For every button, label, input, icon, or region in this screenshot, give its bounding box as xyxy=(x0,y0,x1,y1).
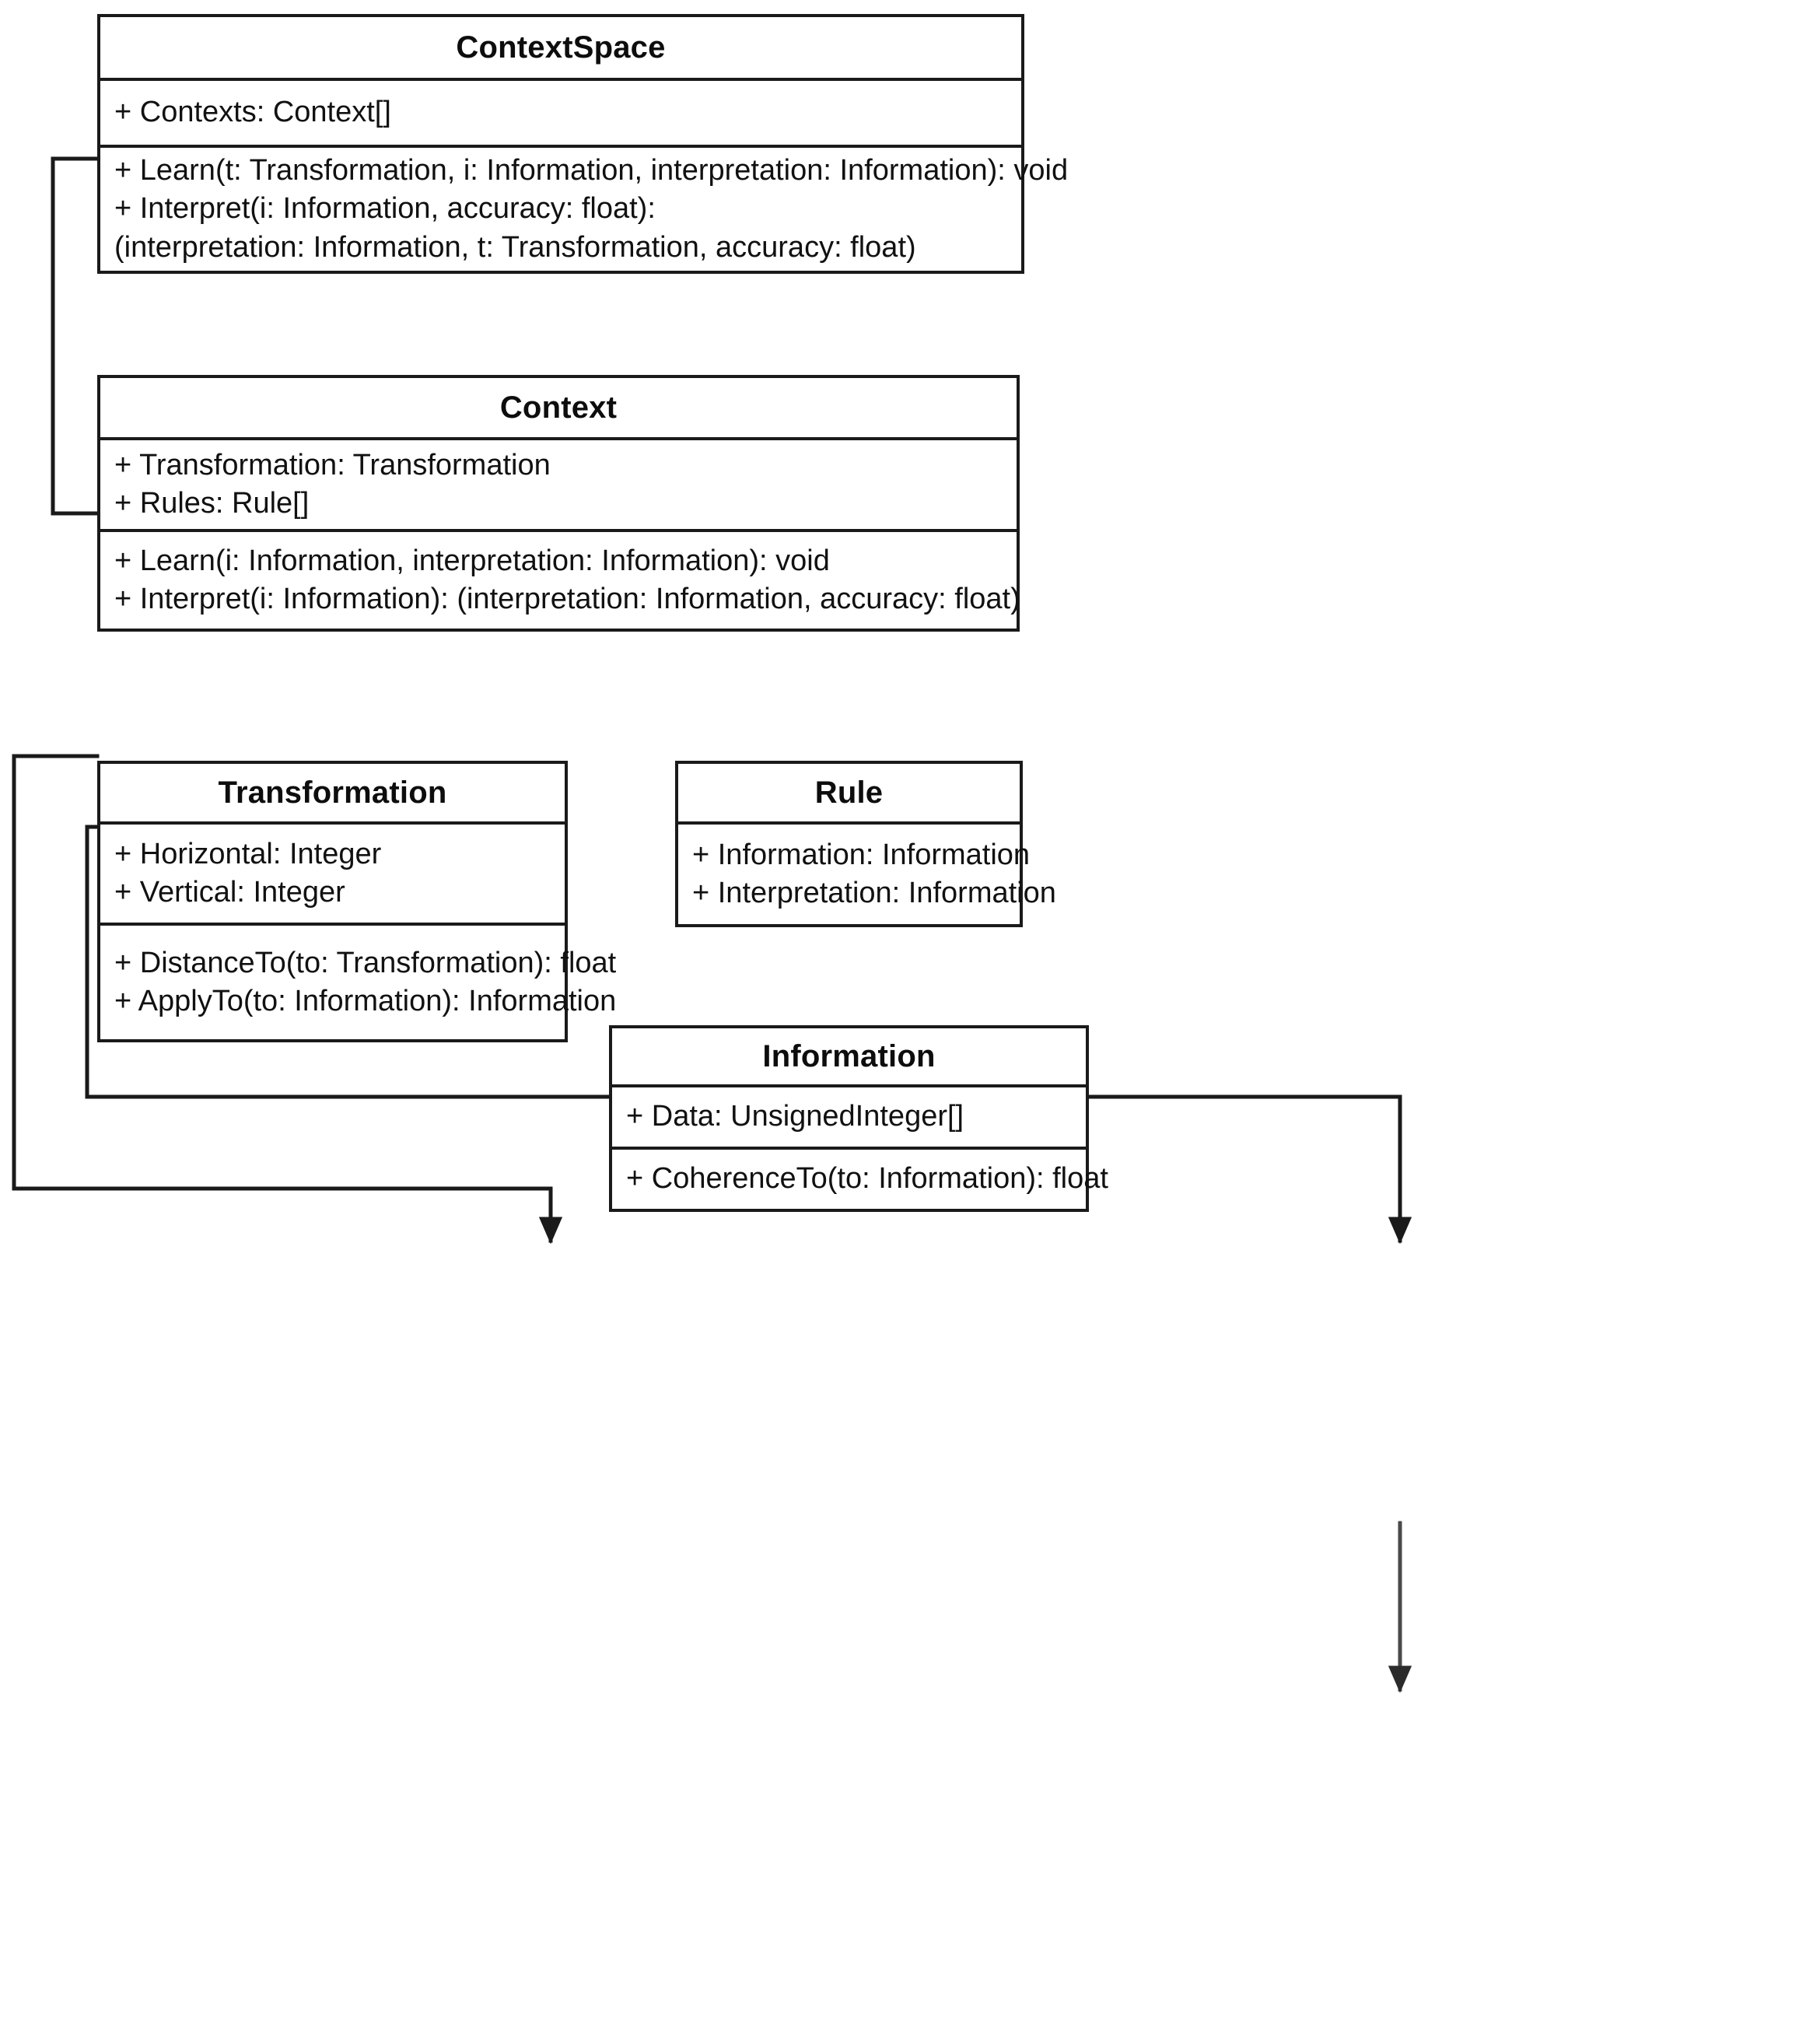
operations-compartment-contextspace: + Learn(t: Transformation, i: Informatio… xyxy=(100,145,1069,271)
attributes-compartment-context: + Transformation: Transformation + Rules… xyxy=(100,437,1017,529)
attribute-row: + Information: Information xyxy=(692,838,1031,871)
operations-compartment-transformation: + DistanceTo(to: Transformation): float … xyxy=(100,923,617,1039)
class-title-transformation: Transformation xyxy=(218,775,447,810)
uml-class-transformation[interactable]: Transformation + Horizontal: Integer + V… xyxy=(97,761,617,1042)
operation-row: + CoherenceTo(to: Information): float xyxy=(626,1162,1108,1196)
class-title-information: Information xyxy=(762,1038,936,1073)
operation-row: + ApplyTo(to: Information): Information xyxy=(114,985,617,1017)
attribute-row: + Contexts: Context[] xyxy=(114,96,391,129)
operation-row: + DistanceTo(to: Transformation): float xyxy=(114,946,617,979)
attribute-row: + Horizontal: Integer xyxy=(114,837,382,870)
attributes-compartment-transformation: + Horizontal: Integer + Vertical: Intege… xyxy=(100,821,565,923)
uml-class-contextspace[interactable]: ContextSpace + Contexts: Context[] + Lea… xyxy=(97,14,1069,274)
attributes-compartment-rule: + Information: Information + Interpretat… xyxy=(678,821,1056,924)
operation-row: + Interpret(i: Information): (interpreta… xyxy=(114,583,1020,615)
attribute-row: + Vertical: Integer xyxy=(114,876,345,909)
operations-compartment-information: + CoherenceTo(to: Information): float xyxy=(612,1147,1108,1209)
attribute-row: + Transformation: Transformation xyxy=(114,448,551,481)
operation-row: (interpretation: Information, t: Transfo… xyxy=(114,230,916,264)
operations-compartment-context: + Learn(i: Information, interpretation: … xyxy=(100,529,1020,629)
uml-class-context[interactable]: Context + Transformation: Transformation… xyxy=(97,375,1020,632)
class-title-rule: Rule xyxy=(814,775,884,810)
class-title-contextspace: ContextSpace xyxy=(456,30,666,65)
attribute-row: + Rules: Rule[] xyxy=(114,487,310,520)
operation-row: + Learn(i: Information, interpretation: … xyxy=(114,544,830,577)
operation-row: + Learn(t: Transformation, i: Informatio… xyxy=(114,153,1069,187)
class-title-context: Context xyxy=(499,390,618,425)
uml-class-rule[interactable]: Rule + Information: Information + Interp… xyxy=(675,761,1056,927)
attributes-compartment-information: + Data: UnsignedInteger[] xyxy=(612,1084,1086,1147)
uml-class-information[interactable]: Information + Data: UnsignedInteger[] + … xyxy=(609,1025,1108,1212)
attribute-row: + Interpretation: Information xyxy=(692,877,1056,909)
attribute-row: + Data: UnsignedInteger[] xyxy=(626,1100,964,1133)
attributes-compartment-contextspace: + Contexts: Context[] xyxy=(100,78,1021,145)
operation-row: + Interpret(i: Information, accuracy: fl… xyxy=(114,192,656,226)
